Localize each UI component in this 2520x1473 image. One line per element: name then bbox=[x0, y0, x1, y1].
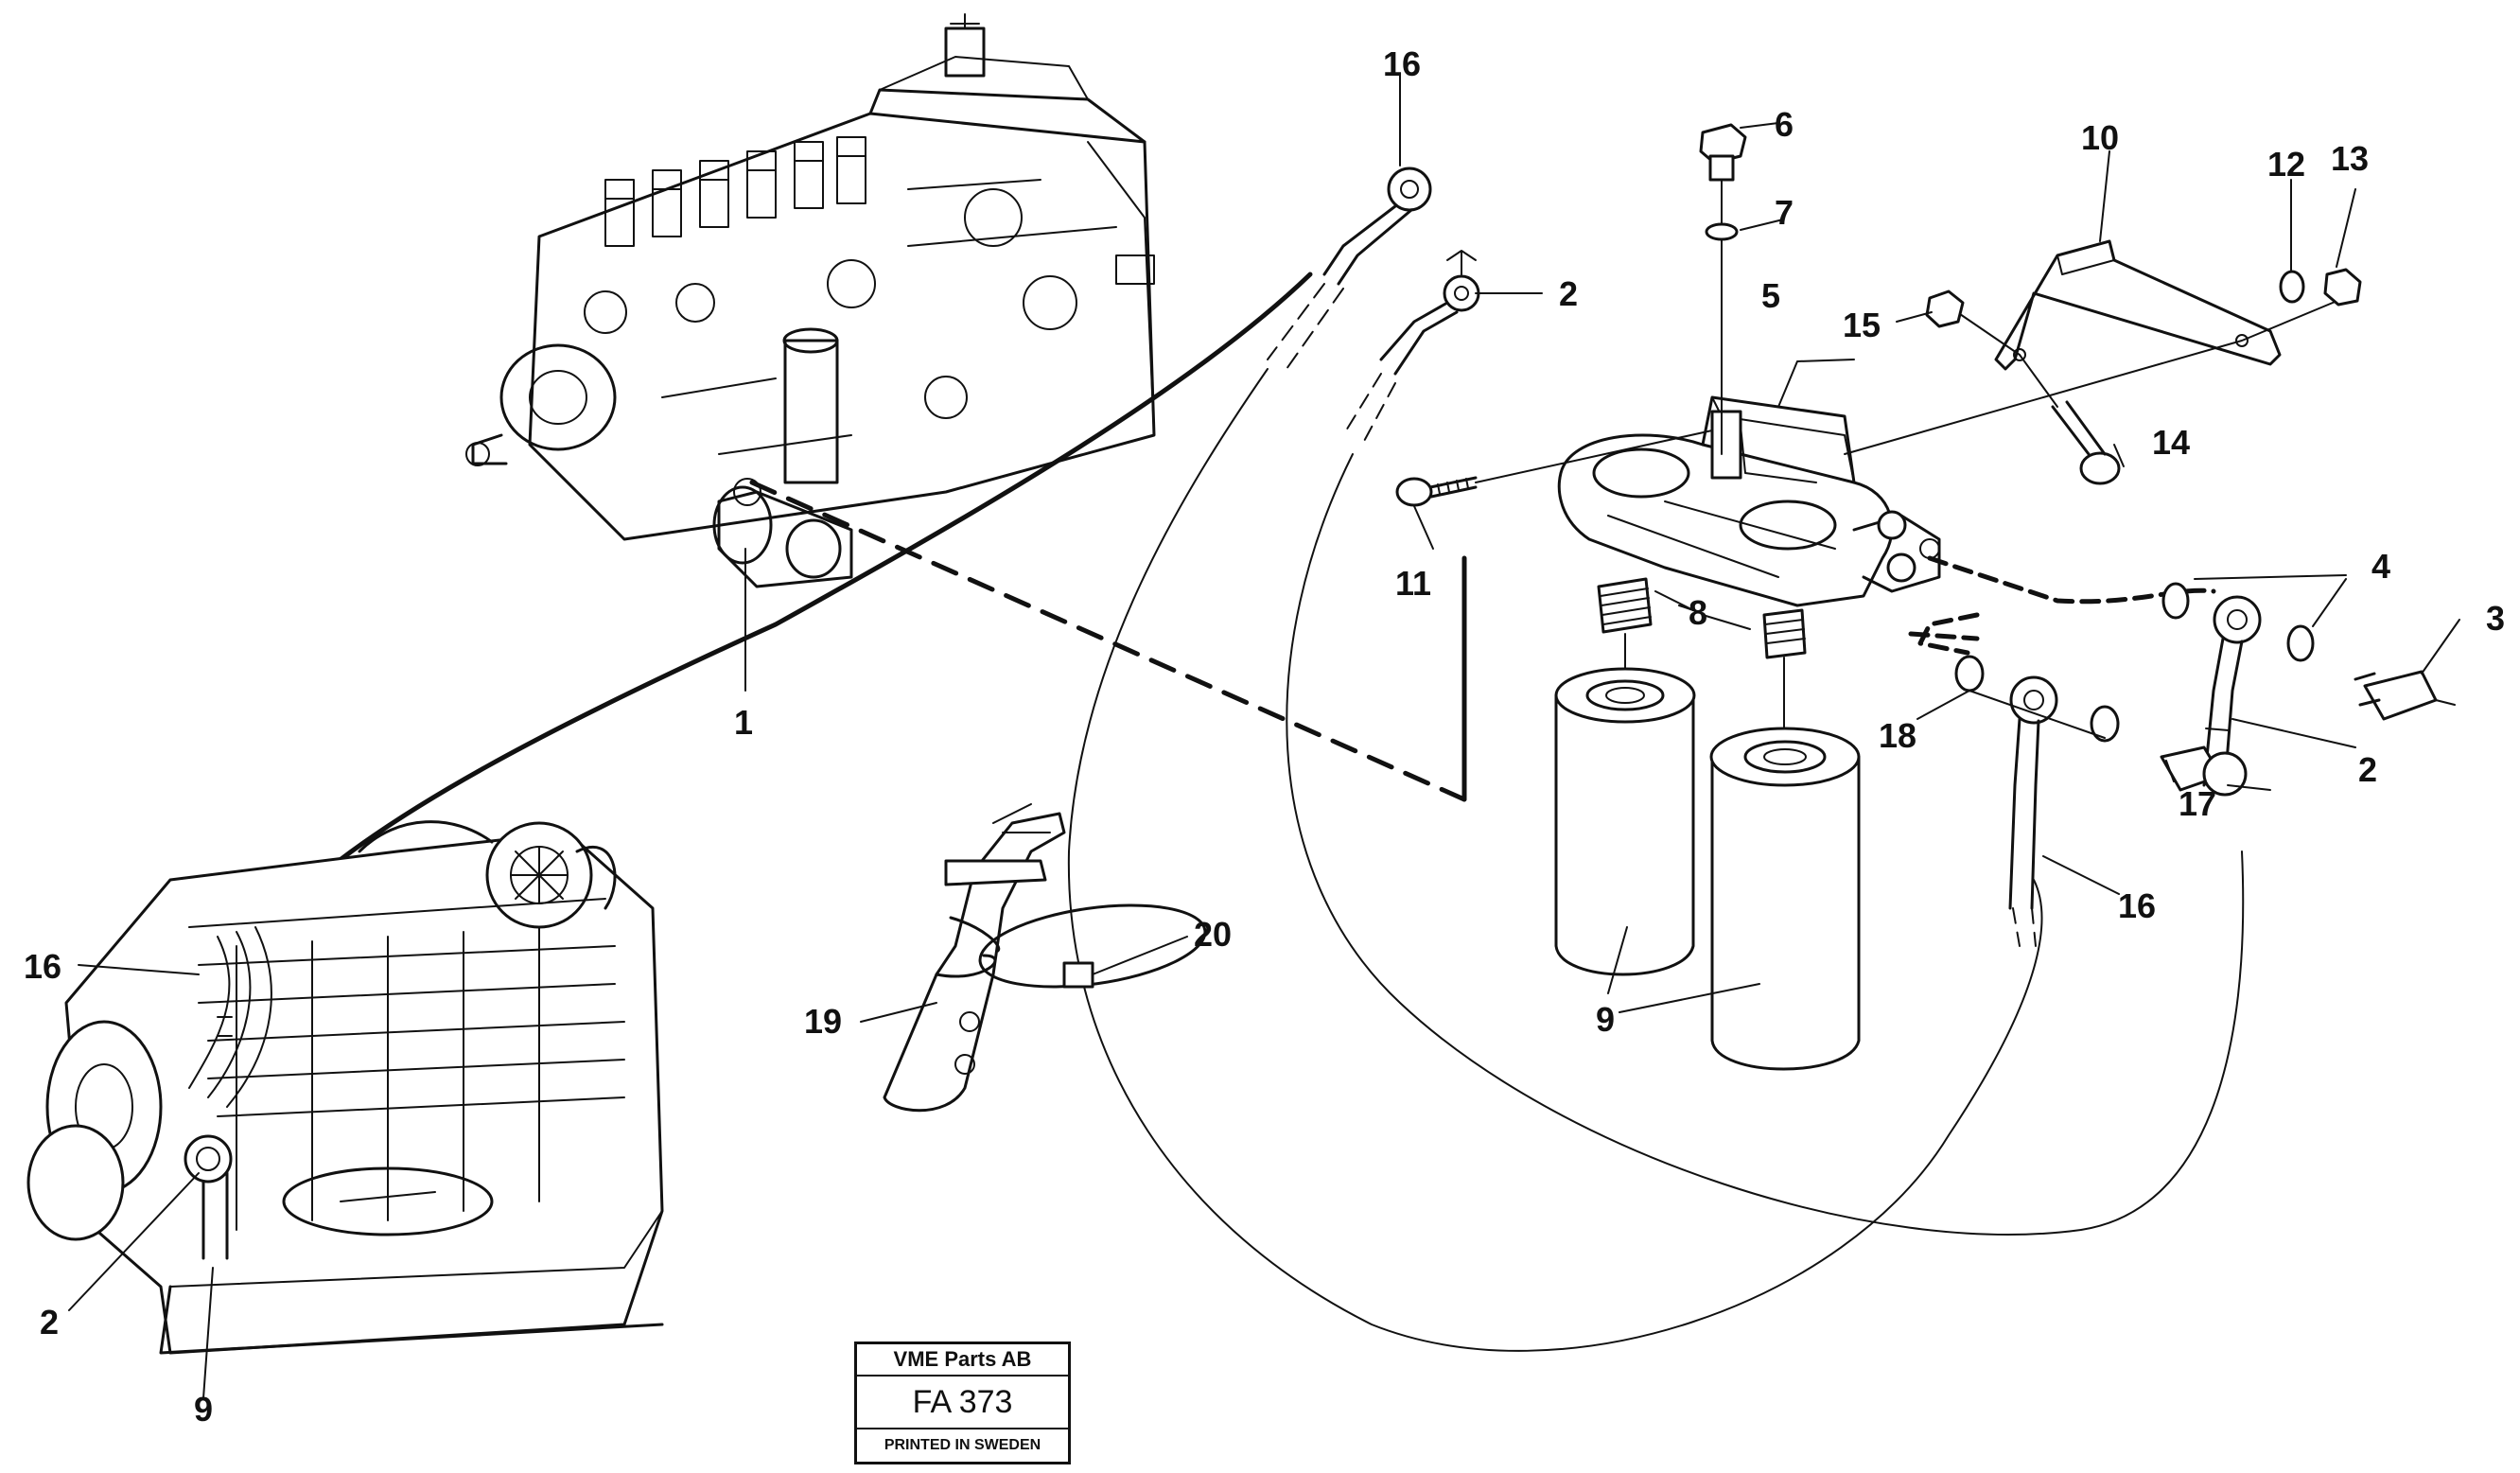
callout-11: 11 bbox=[1395, 564, 1431, 603]
callout-13: 13 bbox=[2331, 139, 2369, 178]
callout-15: 15 bbox=[1843, 306, 1881, 344]
company-name: VME Parts AB bbox=[857, 1344, 1068, 1377]
callout-20: 20 bbox=[1194, 915, 1232, 954]
callout-5: 5 bbox=[1761, 276, 1780, 315]
callout-1: 1 bbox=[734, 703, 753, 742]
callout-7: 7 bbox=[1775, 193, 1794, 232]
washer-18b bbox=[2090, 705, 2120, 743]
bolt-11 bbox=[1395, 430, 1713, 507]
callout-12: 12 bbox=[2267, 145, 2305, 184]
callout-18: 18 bbox=[1879, 716, 1916, 755]
nut-6 bbox=[1699, 123, 1747, 455]
callout-10: 10 bbox=[2081, 118, 2119, 157]
callout-3: 3 bbox=[2486, 599, 2505, 638]
washer-4b bbox=[2286, 624, 2315, 662]
bolt-14 bbox=[2019, 354, 2121, 485]
callout-14: 14 bbox=[2152, 423, 2190, 462]
callout-16-right: 16 bbox=[2118, 886, 2156, 925]
bracket-10 bbox=[1844, 239, 2356, 455]
bolt-17 bbox=[2160, 745, 2248, 797]
nut-15 bbox=[1925, 289, 2021, 356]
washer-4 bbox=[2161, 582, 2190, 620]
hose-clamp-20 bbox=[978, 903, 1207, 989]
leader-lines bbox=[68, 75, 2460, 1399]
callout-2-engine: 2 bbox=[40, 1303, 59, 1341]
callout-6: 6 bbox=[1775, 105, 1794, 144]
title-block: VME Parts AB FA 373 PRINTED IN SWEDEN bbox=[854, 1341, 1071, 1464]
banjo-fitting-top bbox=[2202, 595, 2262, 787]
callout-4: 4 bbox=[2371, 547, 2390, 586]
washer-12 bbox=[2279, 270, 2305, 304]
figure-code: FA 373 bbox=[857, 1377, 1068, 1429]
spring-8 bbox=[1597, 577, 1807, 748]
washer-7 bbox=[1705, 222, 1739, 241]
nut-13 bbox=[2323, 268, 2362, 307]
banjo-fitting-lower bbox=[2008, 675, 2058, 947]
callout-labels: 1 16 2 6 7 5 10 12 13 15 14 11 8 4 3 18 … bbox=[24, 44, 2505, 1429]
callout-2-top: 2 bbox=[1559, 274, 1578, 313]
callout-2-right: 2 bbox=[2358, 750, 2377, 789]
callout-9-right: 9 bbox=[1596, 1000, 1615, 1039]
engine bbox=[26, 820, 664, 1355]
injection-pump bbox=[465, 13, 1156, 588]
callout-17: 17 bbox=[2179, 784, 2216, 823]
hose-19 bbox=[883, 803, 1066, 1113]
callout-9-engine: 9 bbox=[194, 1390, 213, 1429]
dashed-connection-line bbox=[749, 480, 1467, 802]
printed-note: PRINTED IN SWEDEN bbox=[884, 1437, 1041, 1453]
callout-8: 8 bbox=[1689, 593, 1707, 632]
hose-2 bbox=[1286, 250, 2245, 1236]
bolt-3 bbox=[2354, 670, 2456, 721]
callout-19: 19 bbox=[804, 1002, 842, 1041]
hose-16-top bbox=[1067, 167, 2043, 1352]
washer-18a bbox=[1954, 655, 1985, 693]
callout-16-top: 16 bbox=[1383, 44, 1421, 83]
filter-cartridge-9 bbox=[1554, 667, 1861, 1071]
callout-16-engine: 16 bbox=[24, 947, 61, 986]
filter-head bbox=[1557, 395, 1941, 607]
